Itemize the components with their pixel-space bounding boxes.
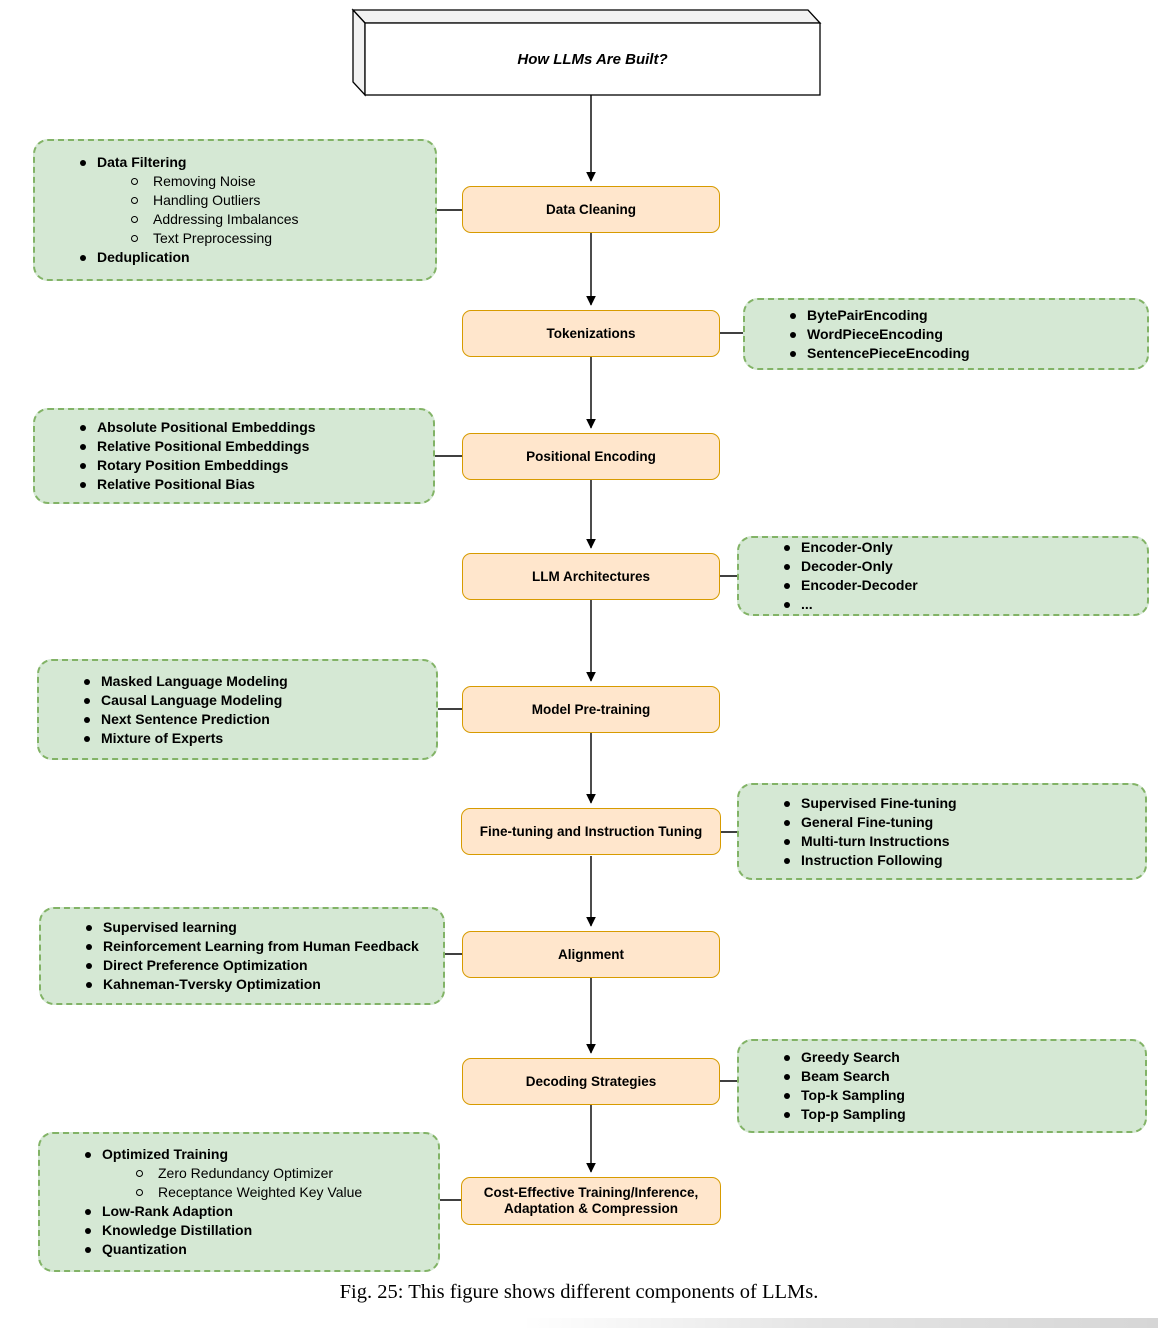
page-edge-shadow	[0, 1318, 1158, 1328]
stage-label: LLM Architectures	[531, 568, 651, 584]
bullet-item: BytePairEncoding	[789, 306, 1137, 325]
bullet-item: Decoder-Only	[783, 557, 1137, 576]
bullet-item: Removing Noise	[79, 172, 425, 191]
bullet-item: Reinforcement Learning from Human Feedba…	[85, 937, 433, 956]
bullet-item: Instruction Following	[783, 851, 1135, 870]
bullet-item: Absolute Positional Embeddings	[79, 418, 423, 437]
bullet-item: Supervised learning	[85, 918, 433, 937]
stage-node-cost-effective: Cost-Effective Training/Inference, Adapt…	[461, 1177, 721, 1225]
stage-node-alignment: Alignment	[462, 931, 720, 978]
stage-node-tokenizations: Tokenizations	[462, 310, 720, 357]
bullet-item: Top-k Sampling	[783, 1086, 1135, 1105]
bullet-item: Relative Positional Embeddings	[79, 437, 423, 456]
bullet-item: Addressing Imbalances	[79, 210, 425, 229]
figure-caption: Fig. 25: This figure shows different com…	[339, 1281, 819, 1303]
bullet-item: Masked Language Modeling	[83, 672, 426, 691]
bullet-item: Data Filtering	[79, 153, 425, 172]
bullet-item: Direct Preference Optimization	[85, 956, 433, 975]
bullet-item: Zero Redundancy Optimizer	[84, 1164, 428, 1183]
bullet-item: Kahneman-Tversky Optimization	[85, 975, 433, 994]
stage-label: Model Pre-training	[531, 701, 651, 717]
bullet-item: General Fine-tuning	[783, 813, 1135, 832]
bullet-item: Beam Search	[783, 1067, 1135, 1086]
bullet-item: SentencePieceEncoding	[789, 344, 1137, 363]
bullet-item: Mixture of Experts	[83, 729, 426, 748]
stage-label: Tokenizations	[546, 325, 636, 341]
stage-node-data-cleaning: Data Cleaning	[462, 186, 720, 233]
diagram-title: How LLMs Are Built?	[517, 50, 668, 68]
bullet-item: Knowledge Distillation	[84, 1221, 428, 1240]
bullet-item: Relative Positional Bias	[79, 475, 423, 494]
stage-node-model-pre-training: Model Pre-training	[462, 686, 720, 733]
bullet-item: Text Preprocessing	[79, 229, 425, 248]
stage-label: Positional Encoding	[526, 448, 656, 464]
bullet-item: Deduplication	[79, 248, 425, 267]
stage-node-decoding-strategies: Decoding Strategies	[462, 1058, 720, 1105]
stage-node-llm-architectures: LLM Architectures	[462, 553, 720, 600]
bullet-item: Receptance Weighted Key Value	[84, 1183, 428, 1202]
stage-label: Data Cleaning	[545, 201, 637, 217]
bullet-item: Encoder-Decoder	[783, 576, 1137, 595]
bullet-item: ...	[783, 595, 1137, 614]
stage-label: Alignment	[558, 946, 624, 962]
bullet-item: Rotary Position Embeddings	[79, 456, 423, 475]
stage-label: Cost-Effective Training/Inference, Adapt…	[483, 1185, 699, 1216]
bullet-item: Supervised Fine-tuning	[783, 794, 1135, 813]
bullet-item: Causal Language Modeling	[83, 691, 426, 710]
bullet-item: Next Sentence Prediction	[83, 710, 426, 729]
stage-label: Fine-tuning and Instruction Tuning	[479, 823, 703, 839]
stage-label: Decoding Strategies	[525, 1073, 657, 1089]
bullet-item: WordPieceEncoding	[789, 325, 1137, 344]
bullet-item: Encoder-Only	[783, 538, 1137, 557]
bullet-item: Low-Rank Adaption	[84, 1202, 428, 1221]
bullet-item: Top-p Sampling	[783, 1105, 1135, 1124]
stage-node-fine-tuning: Fine-tuning and Instruction Tuning	[461, 808, 721, 855]
bullet-item: Multi-turn Instructions	[783, 832, 1135, 851]
stage-node-positional-encoding: Positional Encoding	[462, 433, 720, 480]
bullet-item: Optimized Training	[84, 1145, 428, 1164]
bullet-item: Greedy Search	[783, 1048, 1135, 1067]
bullet-item: Quantization	[84, 1240, 428, 1259]
bullet-item: Handling Outliers	[79, 191, 425, 210]
